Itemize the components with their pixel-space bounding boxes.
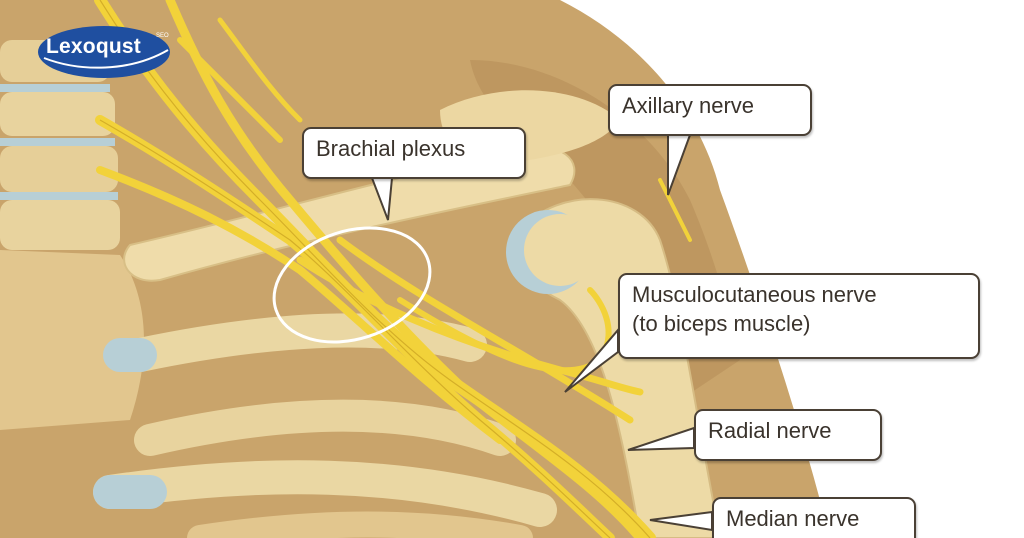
clavicle [123,146,576,282]
label-brachial-plexus: Brachial plexus [302,127,526,179]
nerve-outlines [99,0,651,538]
label-brachial-plexus-text: Brachial plexus [316,136,466,161]
ribs [93,313,557,538]
label-radial-nerve: Radial nerve [694,409,882,461]
label-musculocutaneous-line2: (to biceps muscle) [632,311,811,336]
label-musculocutaneous-nerve: Musculocutaneous nerve (to biceps muscle… [618,273,980,359]
label-median-nerve: Median nerve [712,497,916,538]
label-axillary-nerve-text: Axillary nerve [622,93,755,118]
label-radial-nerve-text: Radial nerve [708,418,832,443]
logo-text: Lexoqust [46,35,141,58]
logo-mark: SEO [156,33,169,39]
label-median-nerve-text: Median nerve [726,506,860,531]
brachial-plexus-highlight [272,226,432,344]
brand-logo: Lexoqust SEO [38,24,172,80]
sternum [0,250,144,430]
label-axillary-nerve: Axillary nerve [608,84,812,136]
label-musculocutaneous-line1: Musculocutaneous nerve [632,282,877,307]
